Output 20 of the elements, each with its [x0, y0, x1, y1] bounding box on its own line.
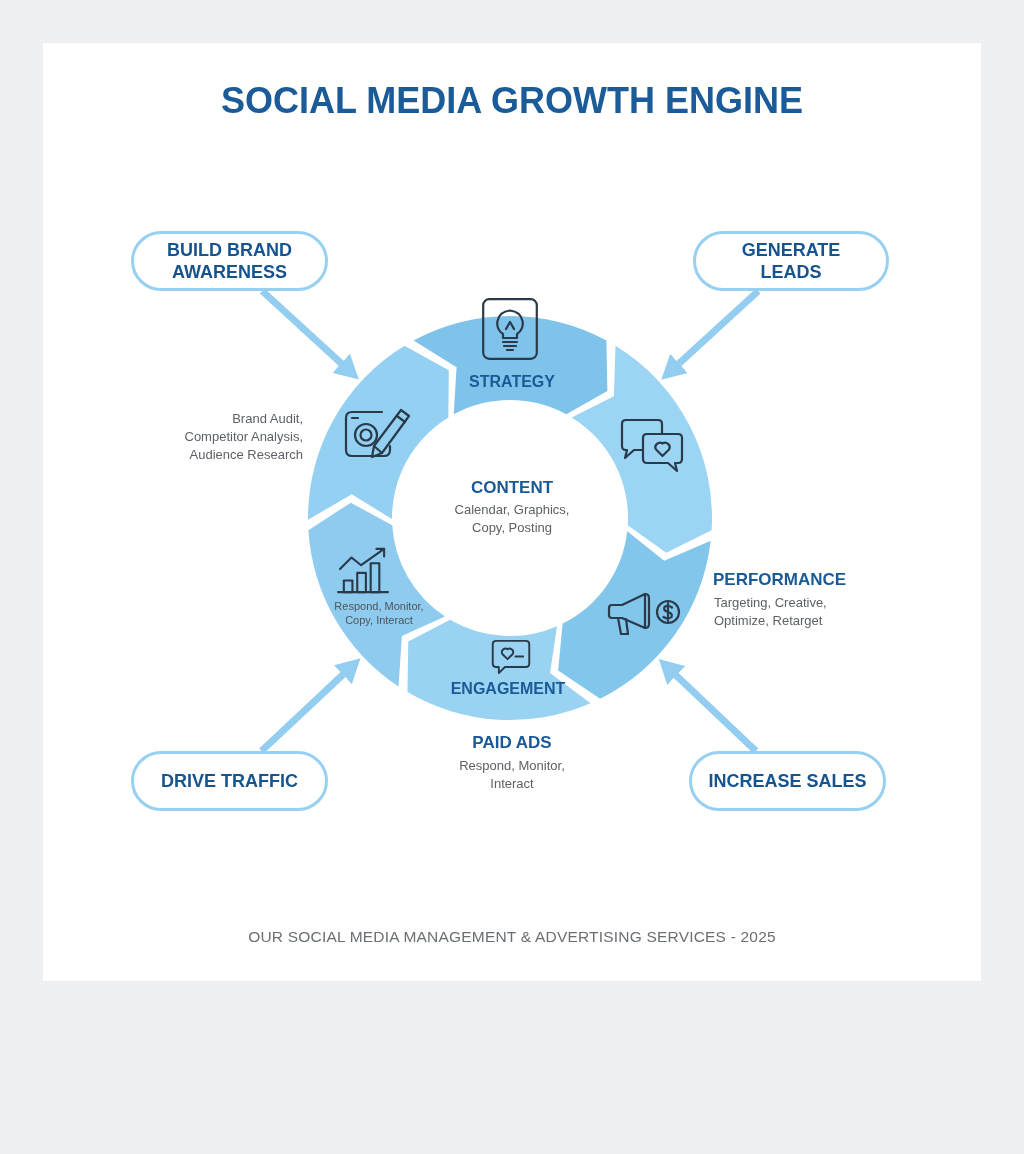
goal-pill [693, 231, 889, 291]
hub-description: Calendar, Graphics, Copy, Posting [453, 501, 571, 537]
goal-pill [131, 231, 328, 291]
step-description: Respond, Monitor, Interact [458, 757, 566, 793]
step-heading: PERFORMANCE [713, 569, 847, 590]
diagram-title: SOCIAL MEDIA GROWTH ENGINE [221, 80, 803, 122]
goal-label: GENERATE LEADS [740, 239, 842, 283]
goal-pill [689, 751, 886, 811]
goal-label: DRIVE TRAFFIC [161, 770, 298, 792]
step-description: Brand Audit, Competitor Analysis, Audience Research [183, 410, 303, 464]
segment-description: Respond, Monitor, Copy, Interact [333, 599, 425, 627]
goal-label: BUILD BRAND AWARENESS [166, 239, 293, 283]
step-heading: PAID ADS [472, 732, 552, 753]
segment-label: ENGAGEMENT [450, 679, 566, 699]
segment-label: STRATEGY [469, 372, 555, 392]
goal-label: INCREASE SALES [708, 770, 867, 792]
step-description: Targeting, Creative, Optimize, Retarget [714, 594, 828, 630]
hub-heading: CONTENT [470, 477, 554, 498]
goal-pill [131, 751, 328, 811]
caption-text: OUR SOCIAL MEDIA MANAGEMENT & ADVERTISING SERVICES - 2025 [248, 927, 776, 947]
